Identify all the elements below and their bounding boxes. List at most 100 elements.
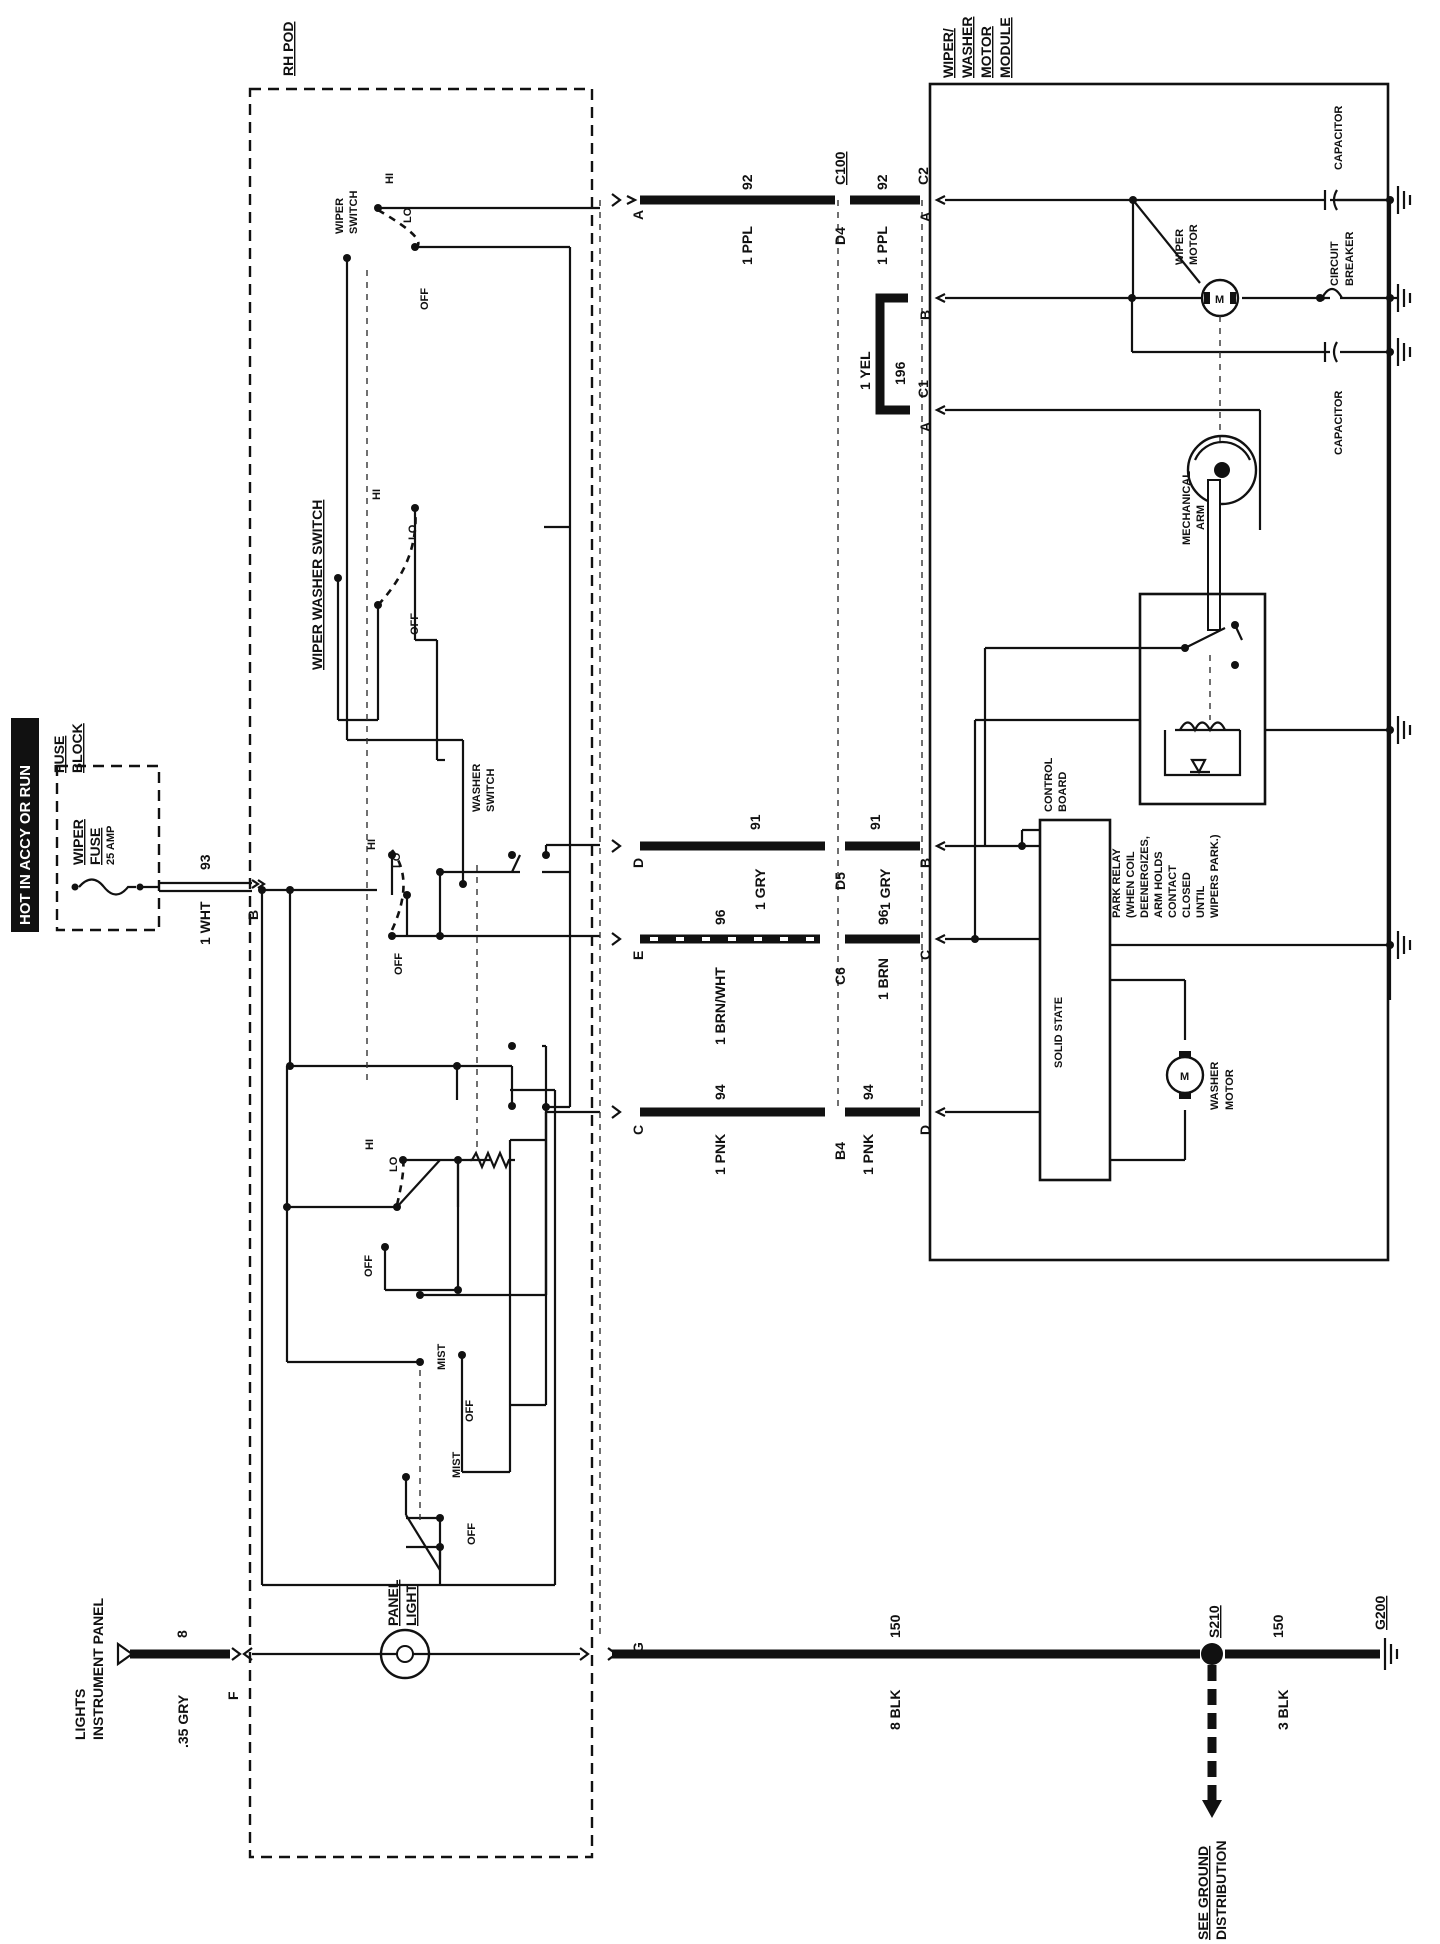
mode-hi: HI	[364, 1139, 376, 1150]
mode-lo: LO	[388, 1156, 400, 1172]
wws-hi: HI	[371, 489, 383, 500]
module-label-4: MODULE	[997, 17, 1013, 78]
wire-93-circuit: 93	[197, 854, 213, 870]
fuse-block-label-2: BLOCK	[69, 723, 85, 773]
connector-c-96	[934, 934, 946, 944]
switch-contact-dots	[258, 204, 550, 1551]
wire-150-gnd-circuit: 150	[1270, 1614, 1286, 1638]
circuit-breaker-label-1: CIRCUIT	[1329, 241, 1341, 286]
washer-motor: M	[1165, 1051, 1205, 1099]
wire-150-color: 8 BLK	[887, 1690, 903, 1730]
connector-c1-label: C1	[915, 380, 931, 398]
module-ground-symbols	[1396, 186, 1412, 959]
washer-motor-symbol: M	[1180, 1071, 1189, 1083]
panel-light-circuit	[116, 1641, 590, 1667]
motor-module-boundary	[928, 82, 1390, 1262]
park-relay-text-2: (WHEN COIL	[1125, 851, 1137, 918]
wiper-motor: M	[1200, 278, 1240, 318]
connector-b-91	[934, 841, 946, 851]
wiper-washer-switch-title: WIPER WASHER SWITCH	[309, 500, 325, 670]
wire-92-color-mod: 1 PPL	[874, 226, 890, 265]
module-label-2: WASHER	[959, 17, 975, 78]
mist-upper: MIST	[436, 1343, 448, 1370]
pod-pin-c-label: C	[630, 1125, 646, 1135]
pod-pin-a-label: A	[630, 210, 646, 220]
connector-c-94	[611, 1105, 622, 1119]
park-relay-text-1: PARK RELAY	[1111, 848, 1123, 918]
wiper-switch-lo: LO	[402, 207, 414, 223]
mod-pin-c-label: C	[917, 950, 933, 960]
mechanical-arm-label-1: MECHANICAL	[1181, 471, 1193, 545]
mist-lower: MIST	[451, 1451, 463, 1478]
wire-96-color-mod: 1 BRN	[875, 958, 891, 1000]
wire-94-color: 1 PNK	[712, 1134, 728, 1175]
park-relay-box	[1138, 592, 1267, 806]
solid-state-label: SOLID STATE	[1053, 997, 1065, 1068]
connector-d4-label: D4	[832, 227, 848, 245]
wws-lo: LO	[407, 524, 419, 540]
park-cam	[1186, 434, 1258, 631]
wiper-switch-label-2: SWITCH	[348, 191, 360, 234]
ws-lo: LO	[391, 852, 403, 868]
pod-pin-g-label: G	[630, 1642, 646, 1653]
connector-b-196	[934, 293, 946, 303]
wire-150-gnd-color: 3 BLK	[1275, 1690, 1291, 1730]
connector-c2	[934, 195, 946, 205]
park-relay-text-8: WIPERS PARK.)	[1209, 834, 1221, 918]
mist-upper-off: OFF	[464, 1400, 476, 1422]
wire-94-color-mod: 1 PNK	[860, 1134, 876, 1175]
capacitor-bottom-label: CAPACITOR	[1333, 391, 1345, 455]
ground-g200-label: G200	[1372, 1596, 1388, 1630]
rh-pod-boundary	[248, 87, 594, 1859]
fuse-rating-label: 25 AMP	[105, 826, 117, 865]
see-ground-label-2: DISTRIBUTION	[1213, 1840, 1229, 1940]
capacitor-top	[1170, 189, 1390, 211]
wire-92-circuit: 92	[739, 174, 755, 190]
module-label-1: WIPER/	[940, 28, 956, 78]
wiper-motor-symbol: M	[1215, 294, 1224, 306]
mist-lower-off: OFF	[466, 1523, 478, 1545]
panel-light-label-2: LIGHT	[403, 1584, 419, 1626]
control-board-label-1: CONTROL	[1043, 757, 1055, 812]
pin-b-label: B	[245, 910, 261, 920]
lights-label-1: LIGHTS	[72, 1689, 88, 1740]
wire-8-circuit: 8	[174, 1630, 190, 1638]
wws-off: OFF	[409, 613, 421, 635]
rh-pod-label: RH POD	[280, 22, 296, 76]
wire-96-circuit-mod: 96	[875, 909, 891, 925]
lights-label-2: INSTRUMENT PANEL	[90, 1597, 106, 1740]
connector-c1	[934, 405, 946, 415]
wire-92-color: 1 PPL	[739, 226, 755, 265]
wire-150	[607, 1643, 1380, 1665]
connector-c100-label: C100	[832, 151, 848, 185]
mod-pin-d-label: D	[917, 1125, 933, 1135]
wire-150-circuit: 150	[887, 1614, 903, 1638]
pod-pin-e-label: E	[630, 951, 646, 960]
mod-pin-b2-label: B	[917, 858, 933, 868]
wire-196-color: 1 YEL	[857, 351, 873, 390]
wire-91-color: 1 GRY	[752, 868, 768, 910]
park-relay-text-6: CLOSED	[1181, 872, 1193, 918]
connector-e-96	[611, 932, 622, 946]
module-label-3: MOTOR	[978, 26, 994, 78]
pod-pin-d-label: D	[630, 858, 646, 868]
wire-96-color-pod: 1 BRN/WHT	[712, 967, 728, 1045]
fuse-block-label-1: FUSE	[51, 736, 67, 773]
mod-pin-b-label: B	[917, 310, 933, 320]
wire-94-circuit-mod: 94	[860, 1084, 876, 1100]
wire-94-circuit: 94	[712, 1084, 728, 1100]
wiper-switch-hi: HI	[384, 173, 396, 184]
washer-motor-label-2: MOTOR	[1224, 1069, 1236, 1110]
control-board-label-2: BOARD	[1057, 772, 1069, 812]
wiper-switch-label-1: WIPER	[334, 198, 346, 234]
connector-c2-label: C2	[915, 167, 931, 185]
washer-switch-label-2: SWITCH	[485, 769, 497, 812]
connector-d5-label: D5	[832, 872, 848, 890]
fuse-name-label-2: FUSE	[87, 828, 103, 865]
washer-switch-resistor	[471, 1150, 515, 1170]
power-banner-text: HOT IN ACCY OR RUN	[17, 765, 34, 925]
mod-pin-a-label: A	[917, 212, 933, 222]
fuse-block-boundary	[55, 764, 161, 932]
wire-92-circuit-mod: 92	[874, 174, 890, 190]
